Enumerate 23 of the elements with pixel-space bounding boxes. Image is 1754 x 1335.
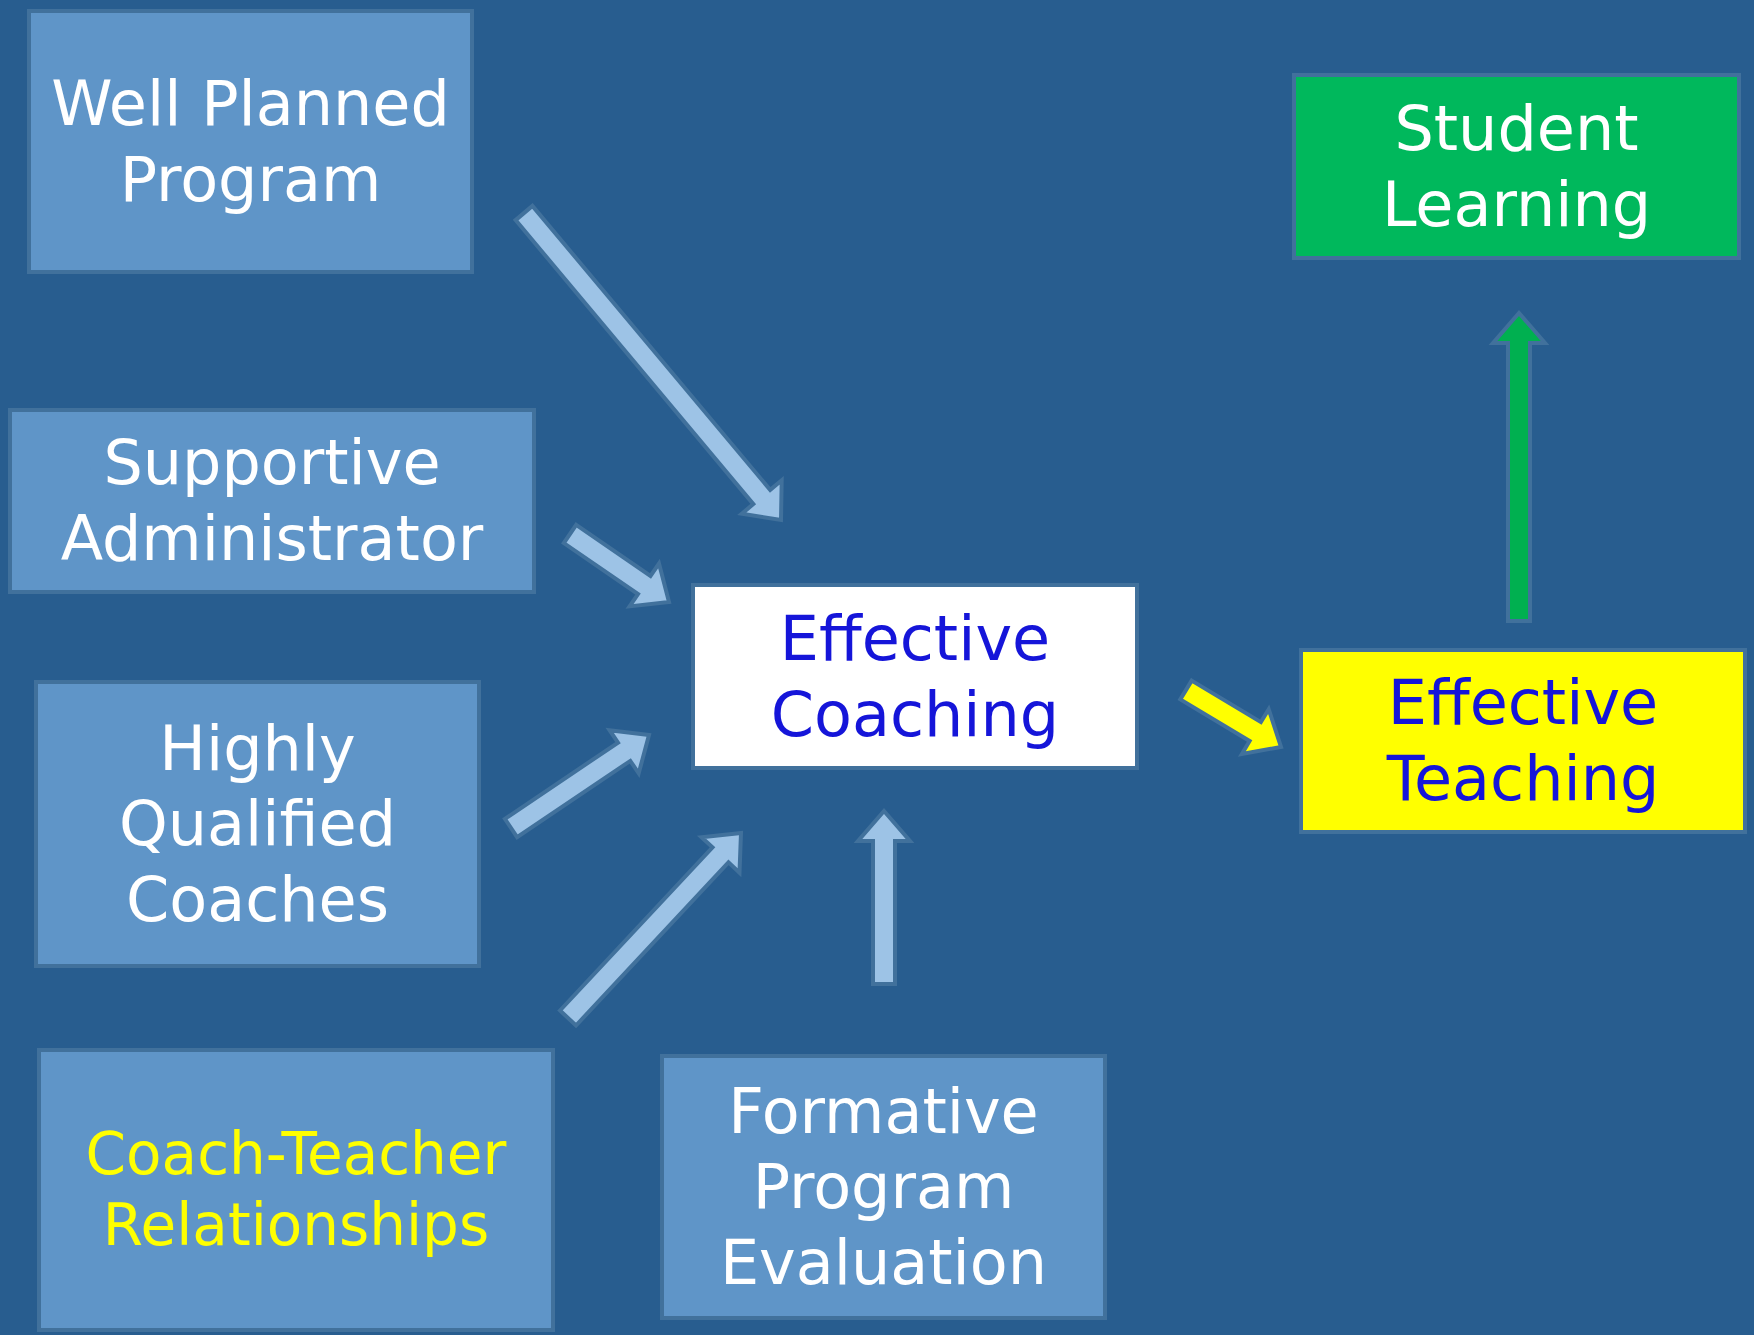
process-box [691,583,1139,770]
block-arrow [853,807,915,986]
block-arrow [1177,677,1284,757]
process-box [1292,73,1741,260]
process-box [34,680,481,968]
box-label: Highly Qualified Coaches [117,710,398,938]
process-box [27,9,474,274]
process-box [1299,648,1747,834]
box-label: Formative Program Evaluation [718,1073,1049,1301]
process-box [660,1054,1107,1320]
box-label: Effective Coaching [769,600,1061,753]
block-arrow [502,727,652,840]
process-box [8,408,536,594]
box-label: Coach-Teacher Relationships [84,1119,508,1261]
box-label: Well Planned Program [50,65,451,218]
block-arrow [561,522,672,609]
box-label: Effective Teaching [1385,665,1661,817]
box-label: Supportive Administrator [59,425,485,577]
block-arrow [557,830,744,1029]
process-box [37,1048,555,1332]
block-arrow [1488,309,1550,623]
block-arrow [512,203,784,523]
box-label: Student Learning [1380,90,1653,243]
